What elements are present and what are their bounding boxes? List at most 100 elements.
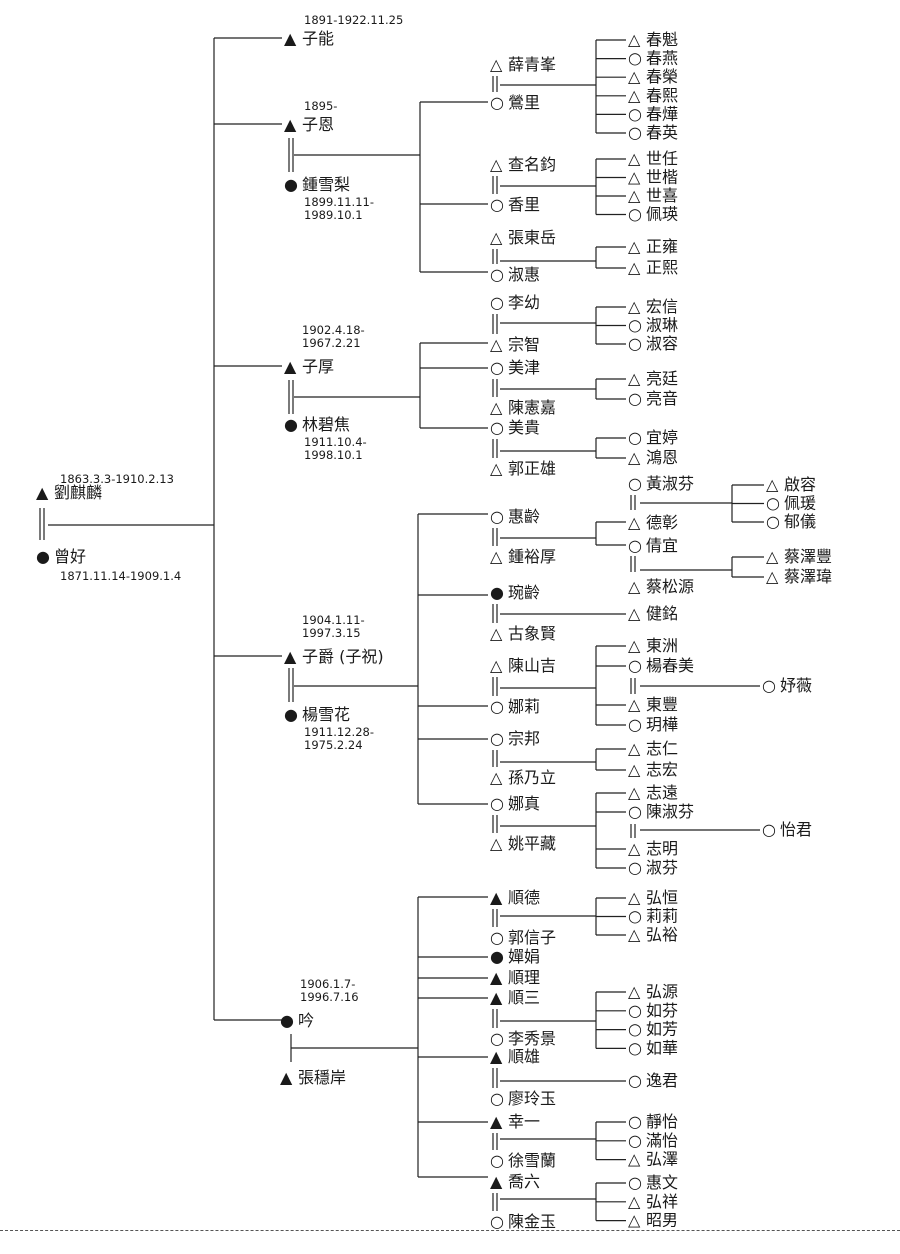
person-name: 姚平藏	[508, 834, 556, 853]
gender-male-icon: ▲	[284, 115, 297, 134]
gender-female_open-icon: ○	[490, 195, 504, 214]
person-name: 淑芬	[646, 858, 678, 877]
gender-male_open-icon: △	[490, 335, 503, 354]
person-name: 志遠	[646, 783, 678, 802]
gender-female_open-icon: ○	[628, 49, 642, 68]
person-name: 曾好	[54, 547, 86, 566]
person-name: 弘祥	[646, 1192, 678, 1211]
person-name: 春燁	[646, 104, 678, 123]
person-name: 吟	[298, 1011, 314, 1030]
gender-male_open-icon: △	[628, 783, 641, 802]
gender-female_open-icon: ○	[490, 1212, 504, 1231]
gender-female_open-icon: ○	[628, 428, 642, 447]
person-name: 健銘	[646, 604, 678, 623]
gender-male_open-icon: △	[628, 888, 641, 907]
person-dates: 1891-1922.11.25	[304, 13, 403, 27]
gender-female_open-icon: ○	[628, 656, 642, 675]
gender-male-icon: ▲	[490, 968, 503, 987]
gender-female_open-icon: ○	[628, 1112, 642, 1131]
person-name: 淑惠	[508, 265, 540, 284]
person-dates: 1967.2.21	[302, 336, 361, 350]
person-name: 如華	[646, 1038, 678, 1057]
person-name: 妤薇	[780, 676, 812, 695]
person-name: 子能	[302, 29, 334, 48]
gender-male_open-icon: △	[628, 513, 641, 532]
gender-male-icon: ▲	[280, 1068, 293, 1087]
person-name: 世任	[646, 149, 678, 168]
gender-male_open-icon: △	[628, 297, 641, 316]
connector-lines	[39, 37, 764, 1222]
person-name: 楊春美	[646, 656, 694, 675]
page-bottom-rule	[0, 1230, 900, 1231]
gender-female_open-icon: ○	[490, 794, 504, 813]
gender-female_open-icon: ○	[628, 1173, 642, 1192]
person-name: 楊雪花	[302, 705, 350, 724]
gender-female_open-icon: ○	[490, 928, 504, 947]
person-name: 薛青峯	[508, 55, 556, 74]
person-name: 東洲	[646, 636, 678, 655]
person-name: 郭信子	[508, 928, 556, 947]
person-name: 徐雪蘭	[508, 1151, 556, 1170]
gender-female_open-icon: ○	[490, 697, 504, 716]
gender-female_open-icon: ○	[762, 676, 776, 695]
person-dates: 1871.11.14-1909.1.4	[60, 569, 181, 583]
gender-female_open-icon: ○	[628, 474, 642, 493]
person-name: 香里	[508, 195, 540, 214]
gender-male_open-icon: △	[628, 369, 641, 388]
gender-male_open-icon: △	[628, 86, 641, 105]
person-name: 郭正雄	[508, 459, 556, 478]
person-name: 宗邦	[508, 729, 540, 748]
gender-female_open-icon: ○	[490, 358, 504, 377]
person-name: 順雄	[508, 1047, 540, 1066]
person-dates: 1902.4.18-	[302, 323, 365, 337]
person-name: 鍾裕厚	[508, 547, 556, 566]
gender-female_open-icon: ○	[628, 715, 642, 734]
person-dates: 1899.11.11-	[304, 195, 374, 209]
gender-male_open-icon: △	[628, 925, 641, 944]
gender-male_open-icon: △	[766, 547, 779, 566]
person-name: 如芳	[646, 1020, 678, 1039]
person-name: 志仁	[646, 739, 678, 758]
person-name: 惠齡	[508, 507, 540, 526]
gender-female_open-icon: ○	[628, 316, 642, 335]
gender-female_open-icon: ○	[628, 1038, 642, 1057]
person-name: 志宏	[646, 760, 678, 779]
gender-female-icon: ●	[284, 705, 298, 724]
person-dates: 1904.1.11-	[302, 613, 365, 627]
person-name: 倩宜	[646, 536, 678, 555]
person-name: 昭男	[646, 1211, 678, 1230]
gender-female_open-icon: ○	[628, 1001, 642, 1020]
person-name: 春英	[646, 123, 678, 142]
person-name: 世喜	[646, 186, 678, 205]
person-name: 陳憲嘉	[508, 398, 556, 417]
person-dates: 1895-	[304, 99, 337, 113]
person-name: 美貴	[508, 418, 540, 437]
person-name: 陳山吉	[508, 656, 556, 675]
person-dates: 1863.3.3-1910.2.13	[60, 472, 174, 486]
gender-male_open-icon: △	[628, 1150, 641, 1169]
gender-male_open-icon: △	[628, 168, 641, 187]
gender-female_open-icon: ○	[628, 104, 642, 123]
person-name: 世楷	[646, 168, 678, 187]
person-name: 喬六	[508, 1172, 540, 1191]
gender-male_open-icon: △	[628, 739, 641, 758]
gender-male_open-icon: △	[490, 768, 503, 787]
person-name: 佩瑗	[784, 494, 816, 513]
gender-male_open-icon: △	[628, 1192, 641, 1211]
gender-male_open-icon: △	[490, 155, 503, 174]
person-name: 張東岳	[508, 228, 556, 247]
gender-female_open-icon: ○	[628, 907, 642, 926]
gender-male_open-icon: △	[628, 237, 641, 256]
person-name: 孫乃立	[508, 768, 556, 787]
gender-male-icon: ▲	[284, 29, 297, 48]
gender-male_open-icon: △	[628, 1211, 641, 1230]
person-name: 陳淑芬	[646, 802, 694, 821]
person-name: 宏信	[646, 297, 678, 316]
person-name: 弘恒	[646, 888, 678, 907]
person-name: 娜莉	[508, 697, 540, 716]
gender-male-icon: ▲	[284, 357, 297, 376]
person-name: 宗智	[508, 335, 540, 354]
gender-male-icon: ▲	[490, 1112, 503, 1131]
gender-female_open-icon: ○	[628, 802, 642, 821]
